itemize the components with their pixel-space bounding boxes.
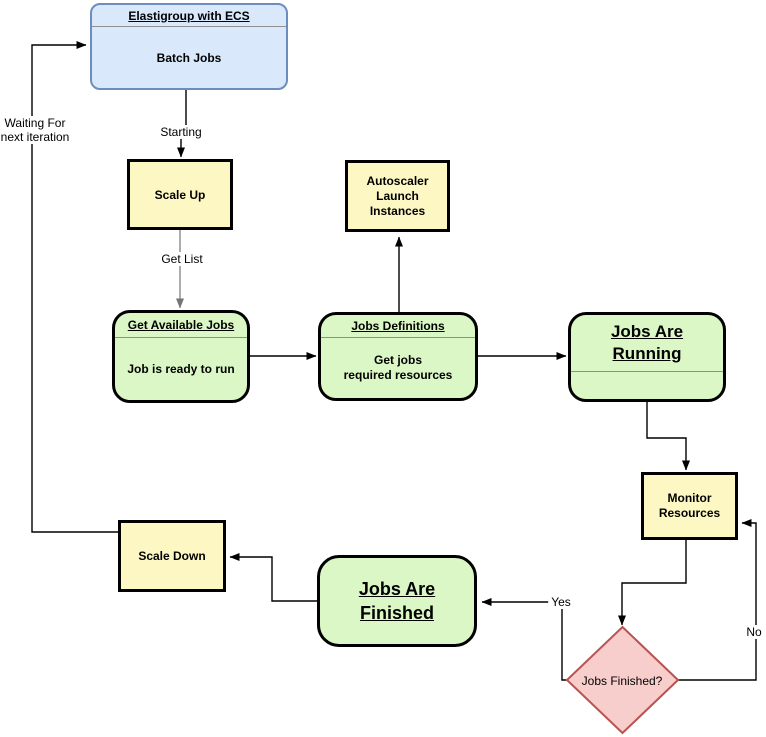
edge-waiting-next-iteration <box>31 41 118 533</box>
node-scale-down: Scale Down <box>118 520 226 592</box>
node-body: Batch Jobs <box>156 50 222 65</box>
node-elastigroup-batch-jobs: Elastigroup with ECS Batch Jobs <box>90 3 288 90</box>
node-title: Get Available Jobs <box>127 318 235 332</box>
node-title: Jobs Definitions <box>351 319 445 333</box>
node-label: Scale Down <box>138 549 206 563</box>
edge-running-to-monitor <box>646 402 690 471</box>
node-label: Autoscaler Launch Instances <box>366 173 429 218</box>
node-body-empty <box>571 372 723 399</box>
edge-no <box>678 519 757 681</box>
divider <box>115 337 247 338</box>
node-jobs-are-running: Jobs Are Running <box>568 312 726 402</box>
edge-label-no: No <box>743 625 765 639</box>
decision-diamond-label: Jobs Finished? <box>581 674 663 688</box>
divider <box>571 371 723 372</box>
node-title: Jobs Are Running <box>610 322 684 363</box>
edge-monitor-to-decision <box>618 540 687 626</box>
node-jobs-are-finished: Jobs Are Finished <box>317 555 477 647</box>
edge-starting <box>177 90 187 158</box>
edge-finished-to-scale-down <box>229 553 317 602</box>
node-title: Elastigroup with ECS <box>128 8 250 23</box>
node-label: Scale Up <box>154 187 206 202</box>
edge-yes <box>481 598 567 681</box>
node-monitor-resources: Monitor Resources <box>641 472 738 540</box>
divider <box>92 26 286 27</box>
edge-label-starting: Starting <box>157 125 205 139</box>
node-label: Monitor Resources <box>658 491 721 520</box>
decision-diamond-shape <box>565 625 680 735</box>
node-title: Jobs Are Finished <box>358 579 436 623</box>
node-body: Job is ready to run <box>127 362 235 376</box>
node-autoscaler-launch-instances: Autoscaler Launch Instances <box>345 160 450 232</box>
node-jobs-definitions: Jobs Definitions Get jobs required resou… <box>318 312 478 401</box>
node-get-available-jobs: Get Available Jobs Job is ready to run <box>112 310 250 403</box>
node-scale-up: Scale Up <box>127 159 233 230</box>
node-body: Get jobs required resources <box>343 353 453 382</box>
edge-label-yes: Yes <box>548 595 574 609</box>
divider <box>321 337 475 338</box>
edge-label-waiting: Waiting For next iteration <box>0 116 73 144</box>
edge-label-get-list: Get List <box>158 252 206 266</box>
